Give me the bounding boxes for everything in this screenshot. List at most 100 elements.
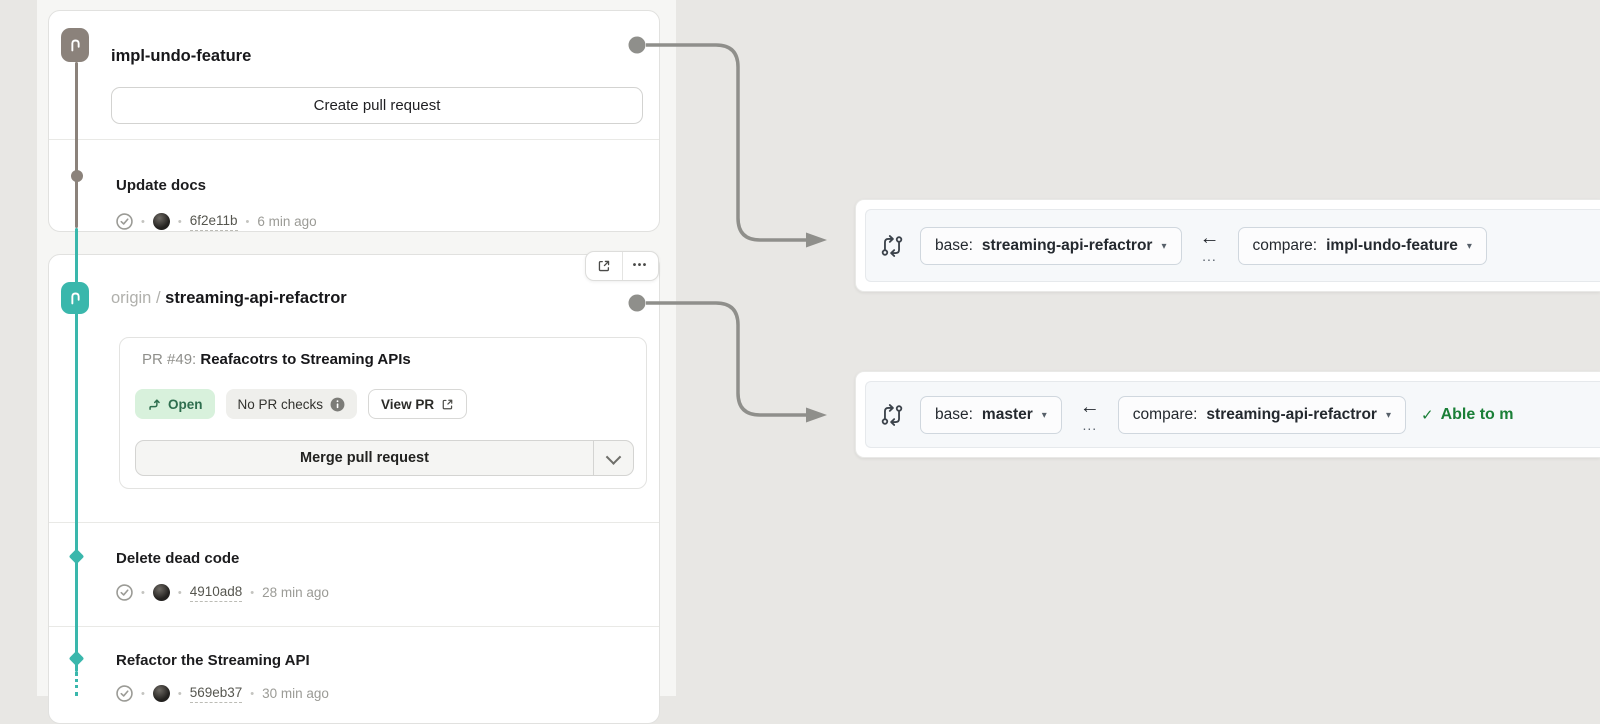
open-in-browser-button[interactable] bbox=[586, 252, 622, 280]
base-label: base: bbox=[935, 405, 973, 423]
local-branch-title: impl-undo-feature bbox=[111, 47, 252, 65]
compare-branch-select[interactable]: compare: impl-undo-feature ▾ bbox=[1237, 226, 1487, 265]
info-icon[interactable] bbox=[330, 397, 345, 412]
merge-pull-request-split-button: Merge pull request bbox=[135, 440, 634, 476]
commit-meta-row: • • 569eb37 • 30 min ago bbox=[116, 685, 329, 703]
branch-card-toolbar: ••• bbox=[585, 251, 659, 281]
local-branch-lane bbox=[75, 62, 78, 228]
avatar bbox=[152, 685, 170, 703]
check-circle-icon bbox=[116, 584, 133, 602]
divider bbox=[49, 626, 659, 627]
view-pr-button[interactable]: View PR bbox=[368, 389, 468, 419]
merge-status-text: Able to m bbox=[1440, 405, 1514, 423]
meta-separator: • bbox=[141, 215, 145, 228]
check-circle-icon bbox=[116, 685, 133, 703]
meta-separator: • bbox=[177, 687, 182, 700]
external-link-icon bbox=[442, 399, 453, 409]
base-branch-select[interactable]: base: master ▾ bbox=[920, 395, 1062, 434]
pull-request-box: PR #49: Reafacotrs to Streaming APIs Ope… bbox=[119, 337, 647, 489]
caret-down-icon: ▾ bbox=[1466, 241, 1472, 252]
commit-title[interactable]: Delete dead code bbox=[116, 550, 240, 567]
base-branch-name: master bbox=[981, 405, 1033, 423]
compare-bar-inner: base: streaming-api-refactror ▾ ← ... co… bbox=[865, 209, 1600, 282]
range-dots: ... bbox=[1082, 417, 1098, 433]
caret-down-icon: ▾ bbox=[1161, 241, 1167, 252]
compare-bar-remote: base: master ▾ ← ... compare: streaming-… bbox=[855, 371, 1600, 458]
meta-separator: • bbox=[141, 687, 145, 700]
pr-checks-badge: No PR checks bbox=[225, 389, 358, 419]
pr-number-label: PR #49: bbox=[142, 351, 197, 368]
pull-request-arrow-icon bbox=[149, 399, 160, 410]
compare-bar-local: base: streaming-api-refactror ▾ ← ... co… bbox=[855, 199, 1600, 292]
meta-separator: • bbox=[245, 215, 250, 228]
meta-separator: • bbox=[177, 215, 182, 228]
branch-name: streaming-api-refactror bbox=[165, 289, 347, 307]
pr-badge-row: Open No PR checks View PR bbox=[135, 389, 468, 419]
meta-separator: • bbox=[250, 586, 255, 599]
ellipsis-icon: ••• bbox=[632, 260, 648, 271]
avatar bbox=[152, 213, 170, 231]
compare-range: ← ... bbox=[1197, 228, 1223, 263]
commit-meta-row: • • 4910ad8 • 28 min ago bbox=[116, 584, 329, 602]
commit-hash-link[interactable]: 4910ad8 bbox=[189, 584, 243, 602]
base-branch-name: streaming-api-refactror bbox=[981, 236, 1153, 254]
merge-options-dropdown[interactable] bbox=[593, 441, 633, 475]
merge-pull-request-button[interactable]: Merge pull request bbox=[300, 450, 429, 466]
commit-hash-link[interactable]: 569eb37 bbox=[189, 685, 243, 703]
commit-meta-row: • • 6f2e11b • 6 min ago bbox=[116, 213, 317, 231]
remote-branch-card: origin / streaming-api-refactror PR #49:… bbox=[48, 254, 660, 724]
commit-time: 6 min ago bbox=[257, 214, 317, 230]
remote-branch-lane-dotted bbox=[75, 672, 78, 696]
remote-branch-lane bbox=[75, 228, 78, 672]
merge-ability-status: ✓ Able to m bbox=[1421, 406, 1513, 424]
compare-bar-inner: base: master ▾ ← ... compare: streaming-… bbox=[865, 381, 1600, 448]
meta-separator: • bbox=[250, 687, 255, 700]
pr-checks-label: No PR checks bbox=[237, 396, 324, 412]
commit-time: 28 min ago bbox=[262, 585, 329, 601]
pr-title-line: PR #49: Reafacotrs to Streaming APIs bbox=[142, 351, 411, 368]
divider bbox=[49, 522, 659, 523]
left-arrow-icon: ← bbox=[1079, 396, 1100, 418]
base-label: base: bbox=[935, 236, 973, 254]
compare-branch-select[interactable]: compare: streaming-api-refactror ▾ bbox=[1117, 395, 1406, 434]
local-branch-card: impl-undo-feature Create pull request Up… bbox=[48, 10, 660, 232]
pr-status-badge: Open bbox=[135, 389, 215, 419]
commit-title[interactable]: Refactor the Streaming API bbox=[116, 652, 310, 669]
remote-branch-title: origin / streaming-api-refactror bbox=[111, 289, 347, 308]
branch-glyph-icon bbox=[70, 292, 80, 305]
create-pull-request-button[interactable]: Create pull request bbox=[111, 87, 643, 124]
caret-down-icon: ▾ bbox=[1041, 410, 1047, 421]
view-pr-label: View PR bbox=[381, 396, 435, 412]
remote-name: origin bbox=[111, 289, 152, 307]
compare-branch-name: streaming-api-refactror bbox=[1206, 405, 1377, 423]
pr-title: Reafacotrs to Streaming APIs bbox=[200, 351, 411, 368]
remote-branch-icon bbox=[61, 282, 89, 314]
chevron-down-icon bbox=[605, 448, 622, 465]
meta-separator: • bbox=[141, 586, 145, 599]
check-icon: ✓ bbox=[1421, 406, 1434, 424]
external-link-icon bbox=[598, 260, 609, 272]
commit-hash-link[interactable]: 6f2e11b bbox=[189, 213, 238, 231]
check-circle-icon bbox=[116, 213, 133, 231]
base-branch-select[interactable]: base: streaming-api-refactror ▾ bbox=[920, 226, 1182, 265]
range-dots: ... bbox=[1202, 248, 1217, 264]
pr-status-label: Open bbox=[168, 396, 203, 412]
local-branch-icon bbox=[61, 28, 89, 62]
more-options-button[interactable]: ••• bbox=[621, 252, 659, 280]
commit-title[interactable]: Update docs bbox=[116, 177, 207, 194]
compare-branch-name: impl-undo-feature bbox=[1326, 236, 1458, 254]
git-compare-icon bbox=[881, 234, 903, 257]
divider bbox=[49, 139, 659, 140]
meta-separator: • bbox=[177, 586, 182, 599]
caret-down-icon: ▾ bbox=[1385, 410, 1391, 421]
branch-glyph-icon bbox=[70, 39, 80, 52]
left-arrow-icon: ← bbox=[1199, 227, 1220, 249]
commit-time: 30 min ago bbox=[262, 686, 329, 702]
compare-label: compare: bbox=[1252, 236, 1318, 254]
git-compare-icon bbox=[881, 403, 903, 426]
compare-range: ← ... bbox=[1077, 397, 1103, 432]
path-separator: / bbox=[155, 289, 161, 307]
commit-marker-dot bbox=[70, 170, 83, 182]
compare-label: compare: bbox=[1132, 405, 1198, 423]
avatar bbox=[152, 584, 170, 602]
